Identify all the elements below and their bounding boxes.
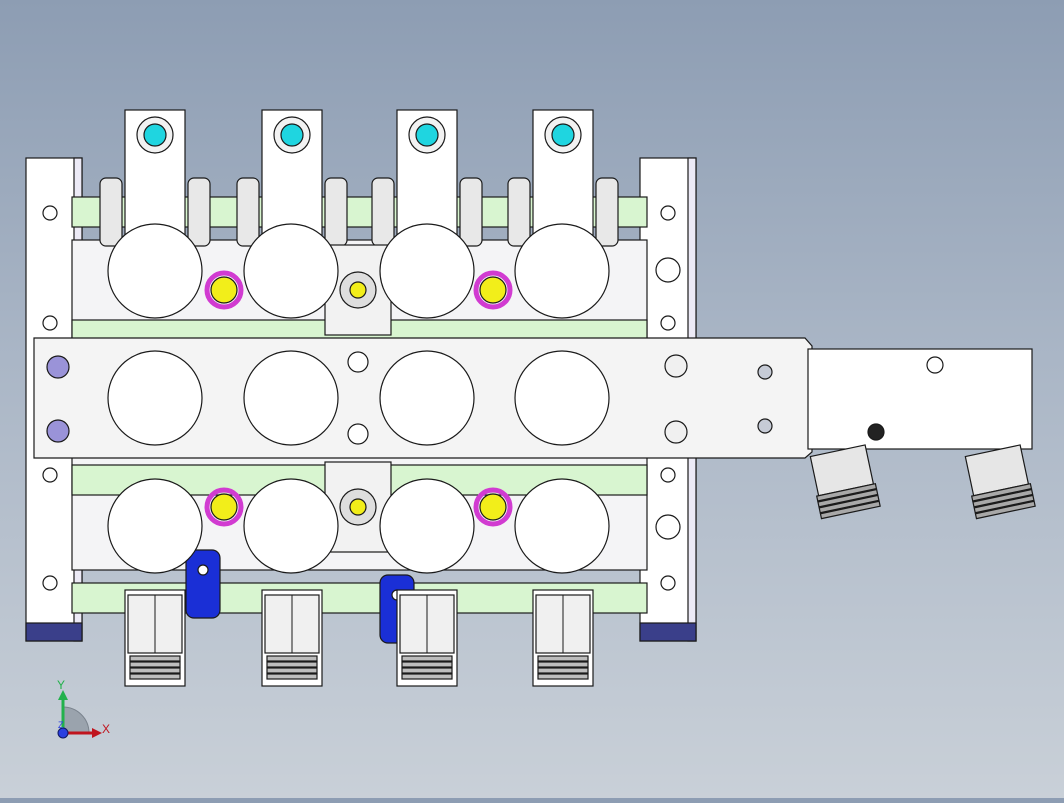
fitting-ring — [401, 661, 453, 668]
plate-screw — [660, 575, 676, 591]
fitting-ring — [537, 667, 589, 674]
triad-y-label: Y — [57, 678, 66, 692]
fitting-ring — [815, 482, 878, 502]
fitting-ring — [973, 494, 1035, 514]
plate-screw — [42, 315, 58, 331]
yellow-pin-icon — [479, 493, 507, 521]
axis-triad[interactable] — [57, 690, 102, 739]
slot-hole — [664, 420, 688, 444]
cylinder-head-icon — [379, 478, 475, 574]
clamp-block — [185, 549, 221, 619]
triad-quadrant — [62, 706, 90, 734]
cylinder-head-icon — [107, 350, 203, 446]
x-axis-arrowhead-icon — [92, 728, 102, 738]
fitting-ring — [972, 488, 1034, 508]
cyan-pin-icon — [415, 123, 439, 147]
z-axis-dot-icon — [57, 727, 69, 739]
bolt-hole — [757, 364, 773, 380]
clevis-right — [187, 177, 211, 247]
side-manifold — [807, 348, 1033, 450]
side-port-icon — [867, 423, 885, 441]
fitting-ring — [818, 494, 880, 514]
fitting-ring — [537, 655, 589, 662]
clevis-left — [99, 177, 123, 247]
triad-z-label: Z — [58, 720, 64, 730]
fitting-ring — [974, 500, 1036, 520]
fitting-ring — [266, 655, 318, 662]
fitting-ring — [266, 673, 318, 680]
retaining-clip-icon — [204, 487, 244, 527]
mount-hole — [46, 419, 70, 443]
cylinder-head-icon — [514, 223, 610, 319]
fitting-ring — [266, 661, 318, 668]
side-fitting-icon — [809, 444, 881, 520]
clevis-right — [459, 177, 483, 247]
plate-hole — [655, 514, 681, 540]
side-fitting-icon — [964, 444, 1036, 520]
retaining-clip-icon — [473, 487, 513, 527]
plate-screw — [660, 315, 676, 331]
plate-screw — [42, 205, 58, 221]
model-mid-layer — [33, 109, 1036, 644]
cyan-pin-icon — [551, 123, 575, 147]
clevis-left — [371, 177, 395, 247]
fitting-ring — [537, 673, 589, 680]
end-cap — [639, 622, 697, 642]
end-cap — [25, 622, 83, 642]
yellow-core-icon — [349, 281, 367, 299]
cylinder-head-icon — [243, 478, 339, 574]
fitting-ring — [129, 673, 181, 680]
bolt-hole — [757, 418, 773, 434]
clevis-left — [236, 177, 260, 247]
plate-screw — [660, 467, 676, 483]
fitting-ring — [266, 667, 318, 674]
fitting-ring — [129, 655, 181, 662]
fitting-ring — [817, 488, 879, 508]
retaining-clip-icon — [473, 270, 513, 310]
yellow-pin-icon — [210, 276, 238, 304]
clamp-screw — [197, 564, 209, 576]
cylinder-head-icon — [379, 350, 475, 446]
fitting-ring — [401, 673, 453, 680]
fitting-ring — [401, 667, 453, 674]
yellow-pin-icon — [479, 276, 507, 304]
cylinder-head-icon — [379, 223, 475, 319]
yellow-core-icon — [349, 498, 367, 516]
cylinder-head-icon — [243, 350, 339, 446]
center-hole — [347, 423, 369, 445]
fitting-ring — [129, 667, 181, 674]
plate-screw — [660, 205, 676, 221]
fitting-ring — [819, 500, 881, 520]
cylinder-head-icon — [107, 478, 203, 574]
y-axis-arrowhead-icon — [58, 690, 68, 700]
cylinder-head-icon — [514, 350, 610, 446]
fitting-ring — [537, 661, 589, 668]
cylinder-head-icon — [243, 223, 339, 319]
clevis-right — [595, 177, 619, 247]
side-hole — [926, 356, 944, 374]
cyan-pin-icon — [280, 123, 304, 147]
cyan-pin-icon — [143, 123, 167, 147]
mount-hole — [46, 355, 70, 379]
retaining-clip-icon — [204, 270, 244, 310]
model-front-layer — [107, 223, 610, 687]
triad-x-label: X — [102, 722, 111, 736]
plate-screw — [42, 467, 58, 483]
yellow-pin-icon — [210, 493, 238, 521]
fitting-ring — [970, 482, 1033, 502]
slot-hole — [664, 354, 688, 378]
plate-hole — [655, 257, 681, 283]
clevis-left — [507, 177, 531, 247]
clevis-right — [324, 177, 348, 247]
plate-screw — [42, 575, 58, 591]
cylinder-head-icon — [514, 478, 610, 574]
fitting-ring — [401, 655, 453, 662]
center-hole — [347, 351, 369, 373]
cylinder-head-icon — [107, 223, 203, 319]
fitting-ring — [129, 661, 181, 668]
